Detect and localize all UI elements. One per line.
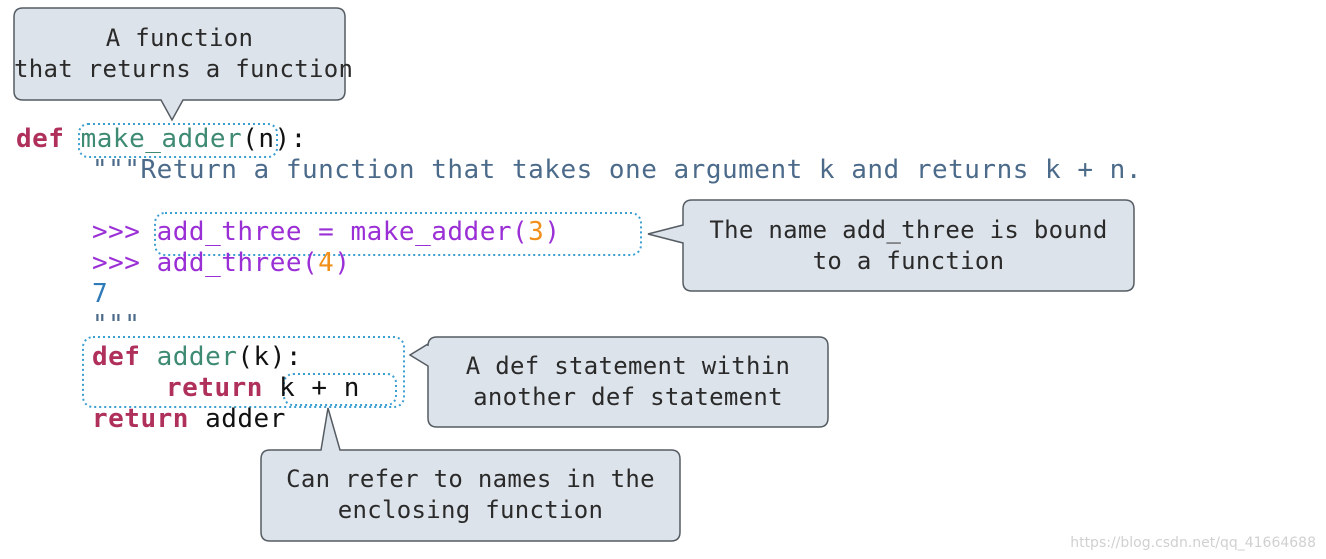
keyword-def: def (16, 124, 65, 154)
doctest-prompt: >>> (92, 248, 141, 278)
code-line-docstring: """Return a function that takes one argu… (92, 155, 1142, 185)
highlight-k-plus-n (283, 373, 397, 406)
doctest-number: 4 (318, 248, 335, 278)
watermark: https://blog.csdn.net/qq_41664688 (1070, 535, 1316, 551)
code-line-doctest-assign: >>> add_three = make_adder(3) (92, 217, 560, 247)
code-line-def-adder: def adder(k): (92, 342, 302, 372)
callout-text-enclosing-names: Can refer to names in the enclosing func… (286, 465, 655, 524)
code-line-doctest-output: 7 (92, 279, 109, 309)
function-name-adder: adder (156, 342, 238, 372)
doctest-number: 3 (528, 217, 545, 247)
params: (n): (242, 124, 307, 154)
callout-text-function-returns-function: A function that returns a function (14, 24, 354, 83)
function-name-make-adder: make_adder (80, 124, 243, 154)
doctest-expression: add_three = make_adder( (156, 217, 529, 247)
callout-nested-def (408, 336, 829, 428)
code-line-docstring-end: """ (92, 310, 141, 340)
highlight-make-adder (78, 123, 278, 158)
keyword-return: return (92, 404, 189, 434)
keyword-return: return (166, 373, 263, 403)
callout-function-returns-function (13, 7, 346, 122)
code-line-return-adder: return adder (92, 404, 286, 434)
highlight-nested-def (82, 336, 405, 408)
callout-name-bound (647, 199, 1135, 292)
doctest-close-paren: ) (334, 248, 351, 278)
highlight-add-three-assignment (154, 212, 642, 256)
doctest-prompt: >>> (92, 217, 141, 247)
keyword-def: def (92, 342, 141, 372)
callout-text-nested-def: A def statement within another def state… (465, 352, 791, 411)
doctest-expression: add_three( (156, 248, 319, 278)
return-expression: k + n (279, 373, 360, 403)
code-line-def-make-adder: def make_adder(n): (16, 124, 307, 154)
callout-text-name-bound: The name add_three is bound to a functio… (709, 216, 1108, 275)
code-line-return-expr: return k + n (166, 373, 360, 403)
params: (k): (237, 342, 303, 372)
callout-enclosing-names (260, 407, 681, 542)
doctest-close-paren: ) (544, 217, 561, 247)
return-value: adder (205, 404, 286, 434)
code-line-doctest-call: >>> add_three(4) (92, 248, 350, 278)
